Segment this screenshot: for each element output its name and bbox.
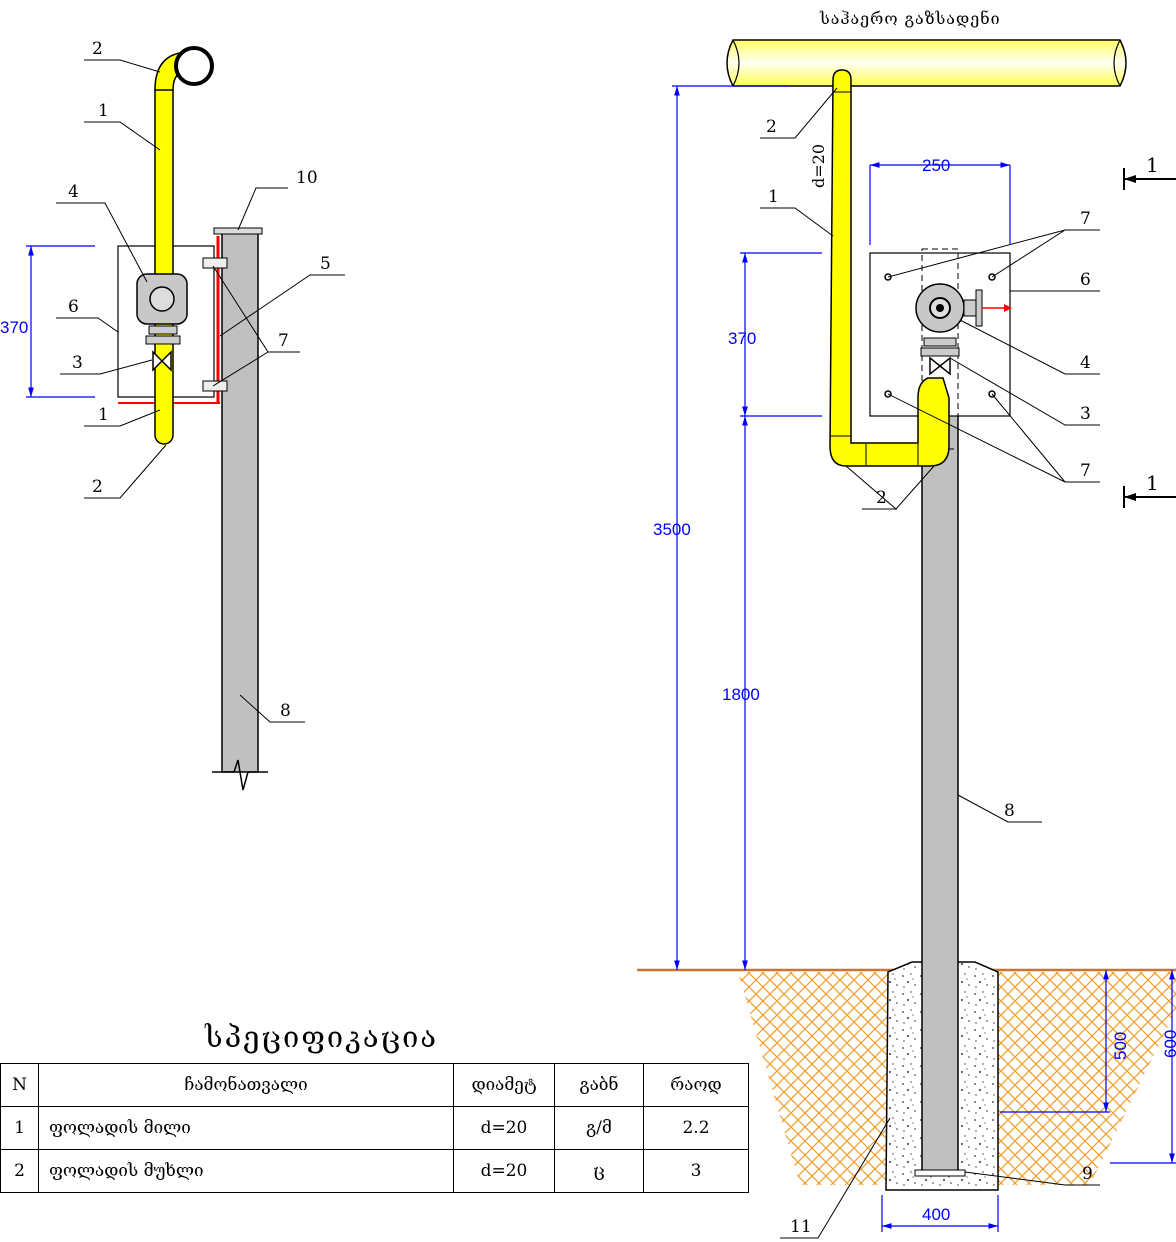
label-left-5: 5 [320,254,331,274]
top-caption: საჰაერო გაზსადენი [819,9,1001,28]
spec-cell: ფოლადის მუხლი [38,1149,454,1193]
label-left-2-bottom: 2 [92,477,103,497]
label-left-8: 8 [280,701,291,721]
spec-cell: d=20 [453,1106,555,1150]
label-left-10: 10 [296,168,318,188]
spec-cell: 2 [0,1149,39,1193]
valve [152,350,172,372]
spec-header-unit: გაბნ [554,1063,644,1107]
dim-400: 400 [922,1205,950,1224]
dim-d20: d=20 [809,144,828,188]
base-plate [914,1169,966,1177]
label-right-6: 6 [1080,270,1091,290]
label-left-7: 7 [278,331,289,351]
dim-250: 250 [922,156,950,175]
label-left-3: 3 [72,353,83,373]
table-row: 2 ფოლადის მუხლი d=20 ც 3 [0,1149,749,1193]
label-right-1: 1 [768,187,779,207]
left-side-view: 2 1 4 6 3 1 2 10 5 7 8 370 [0,39,345,791]
regulator-nut-2 [145,335,181,345]
bolt-bottom [202,380,228,392]
table-row: 1 ფოლადის მილი d=20 გ/მ 2.2 [0,1106,749,1150]
right-front-view: საჰაერო გაზსადენი [637,9,1176,1239]
label-left-1-top: 1 [98,101,109,121]
dim-370-left: 370 [0,318,28,337]
spec-title: სპეციფიკაცია [205,1020,439,1054]
spec-header-item: ჩამონათვალი [38,1063,454,1107]
label-right-2-bottom: 2 [876,488,887,508]
label-left-4: 4 [68,182,79,202]
regulator-outlet [963,299,977,317]
dim-370-right: 370 [728,329,756,348]
valve-nut-right-2 [920,347,960,357]
post-cap [213,227,263,235]
regulator-nut [148,325,178,335]
spec-table: N ჩამონათვალი დიამეტ გაბნ რაოდ 1 ფოლადის… [0,1063,749,1193]
dim-1800: 1800 [722,685,760,704]
section-mark-bottom: 1 [1146,471,1159,495]
label-right-2-top: 2 [766,117,777,137]
label-right-7-top: 7 [1080,209,1091,229]
spec-cell: d=20 [453,1149,555,1193]
label-left-2-top: 2 [92,39,103,59]
regulator-dial [149,286,175,312]
label-left-6: 6 [68,297,79,317]
spec-header-qty: რაოდ [643,1063,749,1107]
label-right-4: 4 [1080,353,1091,373]
dim-500: 500 [1111,1032,1130,1060]
spec-cell: ც [554,1149,644,1193]
spec-cell: გ/მ [554,1106,644,1150]
pipe-vertical [154,81,174,445]
valve-nut-right [923,337,957,347]
label-right-8: 8 [1004,801,1015,821]
post-right [921,391,959,1173]
label-left-1-bottom: 1 [98,405,109,425]
label-right-9: 9 [1082,1164,1093,1184]
overhead-pipe [726,39,1127,87]
label-right-11: 11 [790,1217,812,1237]
spec-cell: 2.2 [643,1106,749,1150]
section-mark-top: 1 [1146,153,1159,177]
bolt-top [202,257,228,269]
spec-header-diameter: დიამეტ [453,1063,555,1107]
break-line [212,759,268,791]
label-right-7-bottom: 7 [1080,461,1091,481]
spec-cell: ფოლადის მილი [38,1106,454,1150]
dim-3500: 3500 [653,520,691,539]
post [221,231,259,773]
overhead-pipe-section [174,46,214,86]
spec-cell: 3 [643,1149,749,1193]
label-right-3: 3 [1080,404,1091,424]
dim-600: 600 [1161,1030,1176,1058]
spec-header-n: N [0,1063,39,1107]
spec-header-row: N ჩამონათვალი დიამეტ გაბნ რაოდ [0,1063,749,1107]
pipe-riser [829,69,950,467]
spec-cell: 1 [0,1106,39,1150]
